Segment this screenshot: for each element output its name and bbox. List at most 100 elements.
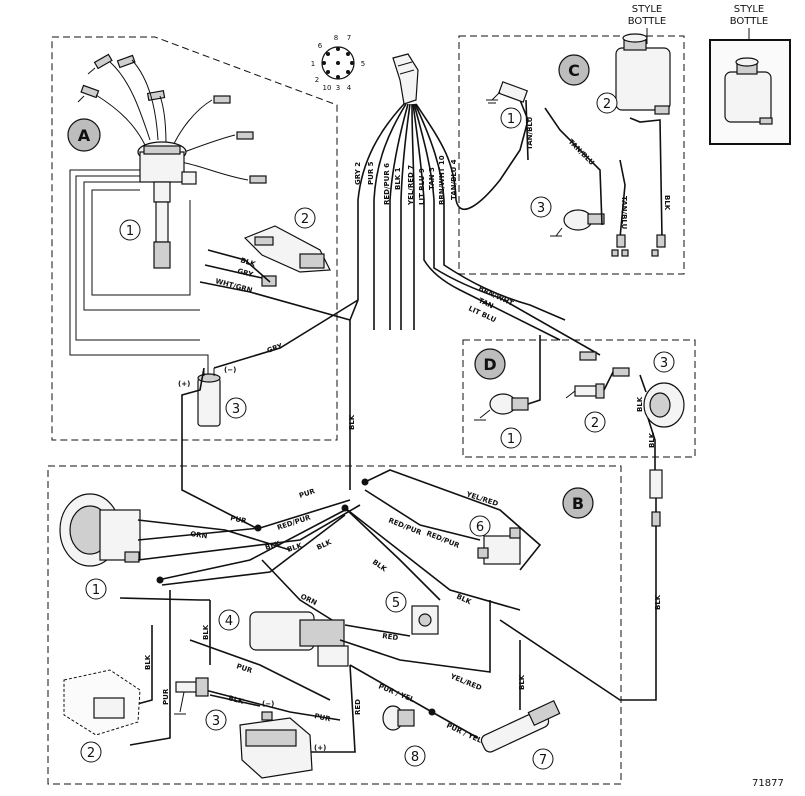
fuel-pump	[480, 699, 561, 753]
section-b-boundary	[47, 465, 622, 785]
section-c-label: C	[568, 61, 580, 80]
callout-b1: 1	[92, 583, 100, 598]
battery	[239, 711, 313, 779]
callout-c2: 2	[603, 97, 611, 112]
wire-label-pur-4: PUR	[314, 712, 332, 723]
sender-c1	[486, 81, 529, 104]
wire-label-yel-red-1: YEL/RED	[464, 490, 499, 508]
pin-label-7: 7	[347, 34, 351, 42]
wire-label-blk-a2: BLK	[239, 256, 256, 268]
wire-label-tan-blu-c-low: TAN/BLU	[620, 196, 628, 230]
section-c: C 2 1 TAN/BLU 3 TAN/BLU TAN/	[486, 33, 671, 257]
temp-sender-d2	[565, 383, 605, 399]
section-c-boundary	[458, 35, 685, 275]
section-a-label: A	[78, 126, 91, 145]
wire-label-blk-b4v: BLK	[144, 654, 152, 670]
battery-positive: (+)	[314, 744, 326, 752]
wire-label-blk-b4: BLK	[371, 558, 389, 574]
harness-label-gry2: GRY 2	[354, 162, 362, 185]
circuit-breaker	[411, 605, 439, 635]
wire-label-red-pur-1: RED/PUR	[276, 513, 312, 532]
wire-label-blk-d3b: BLK	[648, 432, 656, 448]
wire-label-yel-red-2: YEL/RED	[448, 672, 483, 692]
coil-positive: (+)	[178, 380, 190, 388]
battery-negative: (−)	[262, 700, 274, 708]
harness-label-blk1: BLK 1	[394, 167, 402, 190]
harness-labels: GRY 2 PUR 5 RED/PUR 6 BLK 1 YEL/RED 7 LI…	[354, 155, 458, 206]
wire-label-blk-b3s: BLK	[227, 694, 244, 706]
harness-label-redpur6: RED/PUR 6	[383, 163, 391, 205]
wire-label-blk-vert: BLK	[348, 414, 356, 430]
section-b: B 1 PUR PUR RED/PUR ORN BLK BLK BLK	[59, 469, 594, 779]
wire-label-red-1: RED	[382, 632, 399, 642]
section-b-label: B	[572, 494, 584, 513]
callout-d2: 2	[591, 416, 599, 431]
distributor	[137, 141, 197, 269]
callout-a1: 1	[126, 224, 134, 239]
harness-label-pur5: PUR 5	[367, 161, 375, 185]
alternator	[59, 493, 141, 567]
section-d-label: D	[483, 355, 496, 374]
wire-label-tan-blu-c1: TAN/BLU	[526, 116, 534, 150]
harness-label-tanblu4: TAN/BLU 4	[450, 159, 458, 200]
callout-b5: 5	[392, 596, 400, 611]
wire-label-gry-a2: GRY	[236, 267, 254, 279]
pin-label-4: 4	[347, 84, 352, 92]
oil-pressure-switch	[382, 705, 415, 731]
pin-label-1: 1	[311, 60, 315, 68]
style-bottle-right-line2: BOTTLE	[730, 16, 769, 27]
wire-label-pur-1: PUR	[230, 514, 248, 525]
callout-b3: 3	[212, 714, 220, 729]
wire-label-red-pur-2: RED/PUR	[387, 516, 423, 537]
harness-wires	[349, 95, 601, 356]
callout-b7: 7	[539, 753, 547, 768]
pin-label-10: 10	[323, 84, 332, 92]
wire-label-pur-yel-2: PUR / YEL	[445, 722, 483, 746]
style-bottle-left-line1: STYLE	[632, 4, 662, 15]
wire-label-pur-yel-1: PUR / YEL	[377, 682, 416, 704]
pin-label-8: 8	[334, 34, 338, 42]
wire-label-pur-2: PUR	[298, 487, 316, 500]
style-bottle-left-line2: BOTTLE	[628, 16, 667, 27]
section-d: D 1 2 3 BLK BLK	[474, 335, 685, 470]
pin-label-3: 3	[336, 84, 340, 92]
wire-label-blk-c: BLK	[663, 195, 671, 211]
harness-label-brnwht10: BRN/WHT 10	[438, 155, 446, 205]
section-d-boundary	[462, 339, 696, 458]
style-bottle-right-line1: STYLE	[734, 4, 764, 15]
wire-label-red-pur-3: RED/PUR	[425, 529, 461, 550]
fluid-bottle	[615, 33, 671, 115]
wire-label-lit-blu: LIT BLU	[467, 305, 497, 325]
section-a-boundary	[51, 36, 338, 441]
alarm-d3	[643, 382, 685, 428]
wire-label-tan-blu-c-mid: TAN/BLU	[567, 138, 596, 167]
harness-label-litblu9: LIT BLU 9	[418, 168, 426, 205]
harness-plug	[392, 53, 419, 105]
wire-label-blk-b5: BLK	[455, 593, 473, 607]
callout-a3: 3	[232, 402, 240, 417]
callout-b8: 8	[411, 750, 419, 765]
wire-label-blk-right: BLK	[654, 594, 662, 610]
wire-label-blk-b3: BLK	[315, 538, 333, 552]
sender-b3	[174, 677, 209, 715]
ignition-module	[243, 225, 331, 287]
pin-label-6: 6	[318, 42, 323, 50]
style-bottle-inset: STYLE BOTTLE	[709, 4, 791, 145]
wire-label-blk-b1: BLK	[264, 539, 281, 551]
style-bottle-label-left: STYLE BOTTLE	[628, 4, 667, 44]
spark-plug-group	[77, 53, 267, 184]
slave-solenoid	[477, 527, 521, 565]
wire-label-pur-3: PUR	[235, 662, 253, 675]
callout-d1: 1	[507, 432, 515, 447]
wire-label-blk-d3a: BLK	[636, 396, 644, 412]
harness-connector-pinout: 8 7 6 1 5 2 10 3 4	[311, 34, 365, 92]
callout-a2: 2	[301, 212, 309, 227]
callout-d3: 3	[660, 356, 668, 371]
starter-motor	[249, 611, 349, 667]
pin-label-5: 5	[361, 60, 365, 68]
callout-b2: 2	[87, 746, 95, 761]
callout-b4: 4	[225, 614, 233, 629]
callout-b6: 6	[476, 520, 484, 535]
wire-label-red-2: RED	[354, 699, 362, 715]
